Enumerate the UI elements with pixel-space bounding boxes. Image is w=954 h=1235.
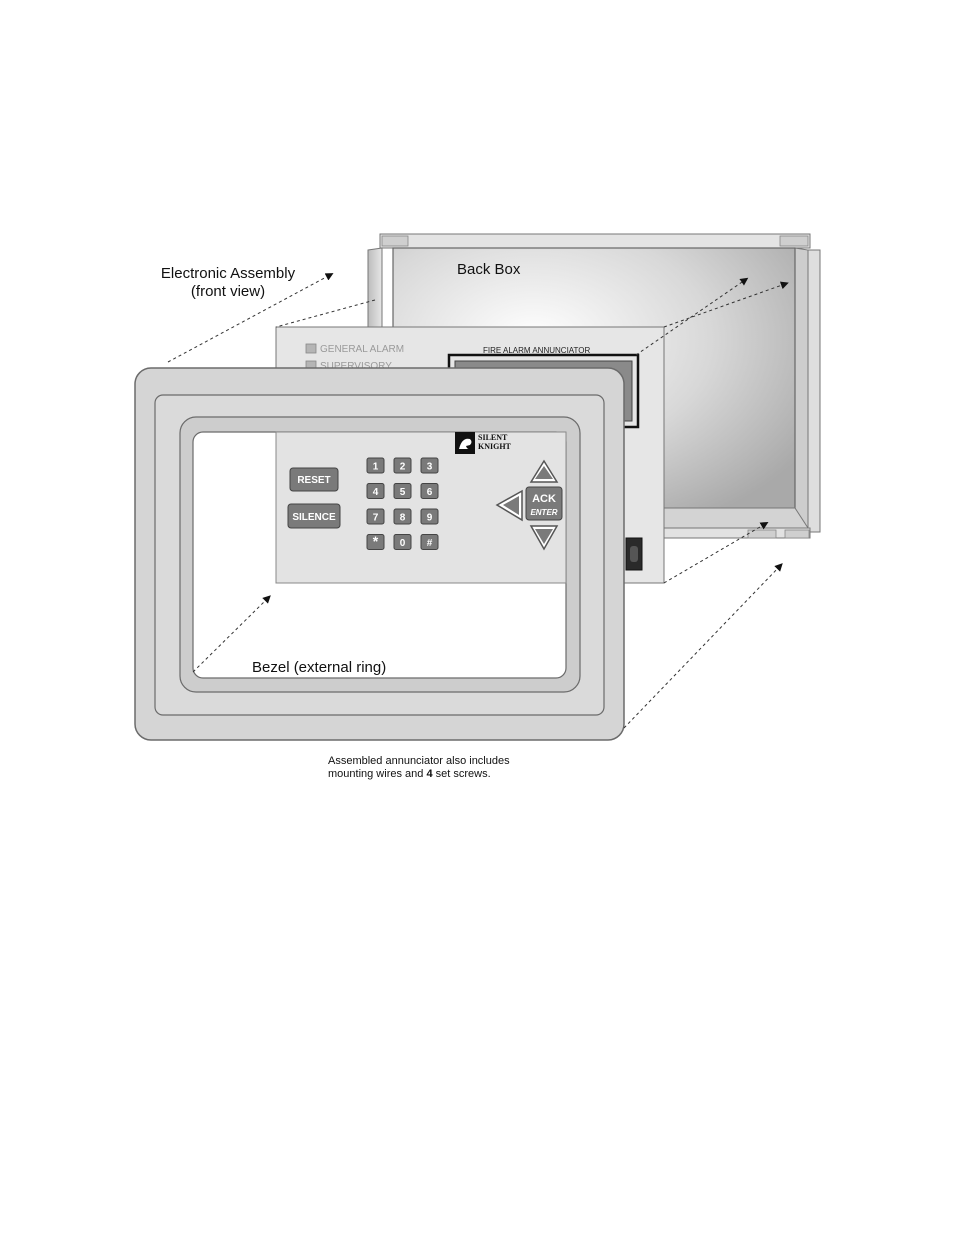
keypad-key[interactable]: 2 [393, 457, 412, 474]
keypad-key-label: 0 [400, 538, 406, 549]
keypad-key-cap [393, 534, 412, 550]
keypad-key[interactable]: 4 [366, 483, 385, 499]
keypad-key-cap [393, 483, 412, 499]
keypad-key-cap [366, 534, 385, 550]
caption-line-2: mounting wires and 4 set screws. [328, 768, 648, 781]
ack-label: ACK [532, 493, 556, 505]
keypad-key-label: # [427, 538, 433, 549]
up-arrow-icon [535, 466, 553, 479]
keypad-key-label: 1 [373, 462, 379, 473]
guide-line-back-box [635, 277, 749, 356]
caption-line-2-end: set screws. [432, 768, 491, 780]
keypad-key-cap [420, 483, 439, 499]
keypad-key-cap [420, 457, 439, 474]
led-indicator [305, 343, 317, 354]
caption-line-2-start: mounting wires and [328, 768, 427, 780]
keypad-key[interactable]: 6 [420, 483, 439, 499]
keypad-key[interactable]: # [420, 534, 439, 550]
diagram-caption: Assembled annunciator also includes moun… [328, 755, 648, 781]
display-title: FIRE ALARM ANNUNCIATOR [483, 346, 591, 355]
keypad-key[interactable]: 7 [366, 508, 385, 525]
enter-label: ENTER [530, 508, 557, 517]
keypad-key-cap [366, 483, 385, 499]
silence-button[interactable]: SILENCE [287, 503, 341, 529]
caption-line-1: Assembled annunciator also includes [328, 755, 510, 767]
down-arrow-icon [535, 529, 553, 544]
back-box-tab [381, 235, 409, 247]
back-box-top-lip [379, 233, 811, 249]
connector-slot [630, 546, 638, 562]
keypad-key[interactable]: 3 [420, 457, 439, 474]
caption-screw-count: 4 [426, 768, 433, 780]
keypad-key-cap [393, 457, 412, 474]
guide-line-electronic-assembly [167, 273, 334, 363]
keypad-key-cap [393, 508, 412, 525]
keypad-key-label: 7 [373, 513, 379, 524]
keypad-key-label: 2 [400, 462, 406, 473]
back-box-tab [779, 235, 809, 247]
keypad-key-label: 9 [427, 513, 433, 524]
back-box-label: Back Box [457, 261, 521, 278]
keypad-key-label: 4 [373, 487, 379, 498]
keypad-key[interactable]: 8 [393, 508, 412, 525]
keypad-key[interactable]: 5 [393, 483, 412, 499]
ack-enter-button[interactable]: ACK ENTER [525, 486, 563, 521]
back-box-right-wall [794, 247, 809, 533]
keypad-key-label: 5 [400, 487, 406, 498]
reset-button[interactable]: RESET [289, 467, 339, 492]
keypad-key-label: 6 [427, 487, 433, 498]
front-keypad-panel: SILENT KNIGHT RESET SILENCE 1 2 3 4 5 6 7 8 9 * 0 #… [275, 431, 567, 584]
keypad-key[interactable]: * [366, 533, 385, 550]
keypad-key[interactable]: 9 [420, 508, 439, 525]
bezel-label: Bezel (external ring) [252, 659, 386, 676]
reset-button-label: RESET [297, 475, 330, 486]
silence-button-label: SILENCE [292, 512, 336, 523]
led-label-general-alarm: GENERAL ALARM [320, 344, 404, 355]
assembly-guide-lines [167, 273, 789, 729]
back-box-right-flange [807, 249, 821, 533]
keypad-key-cap [420, 534, 439, 550]
logo-knight-helmet-icon [459, 438, 472, 449]
keypad-key[interactable]: 1 [366, 457, 385, 474]
keypad-key-label: * [373, 533, 379, 549]
guide-line-back-box [663, 521, 769, 584]
keypad-key-cap [420, 508, 439, 525]
number-keypad: 1 2 3 4 5 6 7 8 9 * 0 # [366, 457, 439, 550]
electronic-assembly-label: Electronic Assembly [161, 265, 296, 282]
back-box-tab [784, 529, 810, 539]
electronic-assembly-sublabel: (front view) [191, 283, 265, 300]
keypad-key-cap [366, 457, 385, 474]
keypad-key-cap [366, 508, 385, 525]
left-arrow-icon [503, 496, 519, 515]
keypad-key[interactable]: 0 [393, 534, 412, 550]
guide-line-bezel [623, 563, 783, 729]
logo-text-line1: SILENT [478, 433, 508, 442]
led-label-supervisory: SUPERVISORY [320, 361, 392, 372]
keypad-key-label: 8 [400, 513, 406, 524]
guide-line [275, 299, 376, 328]
keypad-key-label: 3 [427, 462, 433, 473]
logo-text-line2: KNIGHT [478, 442, 512, 451]
